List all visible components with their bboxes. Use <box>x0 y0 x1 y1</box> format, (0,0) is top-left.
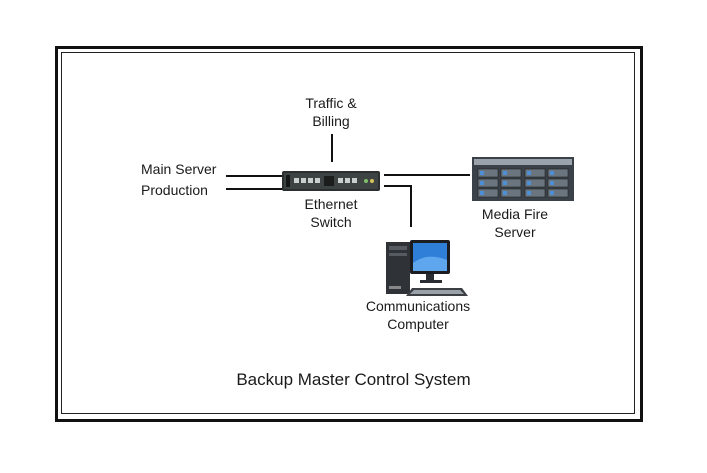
main-server-label: Main Server <box>141 161 217 177</box>
production-connector <box>226 188 283 190</box>
media-server-icon <box>472 157 574 201</box>
media-fire-server-label: Media Fire Server <box>470 205 560 241</box>
ethernet-switch-icon <box>282 171 380 191</box>
traffic-billing-line2: Billing <box>312 113 350 129</box>
ethernet-switch-line1: Ethernet <box>304 196 358 212</box>
communications-computer-label: Communications Computer <box>352 297 484 333</box>
media-fire-server-line2: Server <box>494 224 536 240</box>
media-server-connector <box>384 174 470 176</box>
diagram-frame-inner <box>61 52 635 414</box>
diagram-caption: Backup Master Control System <box>236 370 471 389</box>
diagram-frame-outer <box>55 46 643 422</box>
ethernet-switch-line2: Switch <box>310 214 352 230</box>
communications-computer-line2: Computer <box>387 316 449 332</box>
ethernet-switch-label: Ethernet Switch <box>288 195 374 231</box>
comms-connector-vertical <box>410 185 412 227</box>
comms-connector-horizontal <box>384 185 411 187</box>
main-server-connector <box>226 175 283 177</box>
traffic-billing-label: Traffic & Billing <box>290 94 372 130</box>
traffic-connector <box>331 134 333 162</box>
traffic-billing-line1: Traffic & <box>305 95 357 111</box>
computer-icon <box>386 240 468 296</box>
communications-computer-line1: Communications <box>365 298 471 314</box>
production-label: Production <box>141 182 208 198</box>
media-fire-server-line1: Media Fire <box>481 206 549 222</box>
